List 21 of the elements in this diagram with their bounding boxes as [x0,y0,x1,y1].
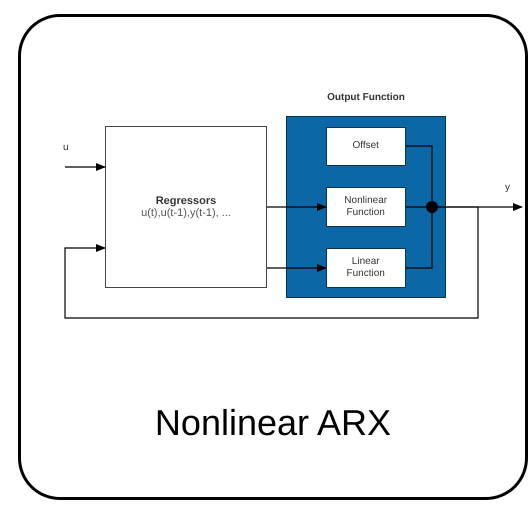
connector-line [406,213,433,269]
process-box [105,126,267,288]
box-label: Nonlinear Function [343,194,388,219]
function-box [326,186,406,227]
function-box [326,126,406,166]
box-label: Linear Function [346,256,386,280]
arrow [64,206,479,319]
arrow [267,203,327,211]
arrow [267,264,327,272]
connector-line [406,145,433,201]
junction-dot [426,200,438,213]
box-heading: Regressors [156,195,216,207]
edge-label: y [504,182,511,194]
box-subtext: u(t),u(t-1),y(t-1), ... [141,207,231,219]
arrow [65,163,106,171]
connector-line [406,206,426,208]
box-label: Offset [351,140,380,152]
group-heading: Output Function [326,92,406,103]
diagram-card [18,14,528,500]
function-box [326,248,406,288]
card-label: Nonlinear ARX [154,402,392,444]
